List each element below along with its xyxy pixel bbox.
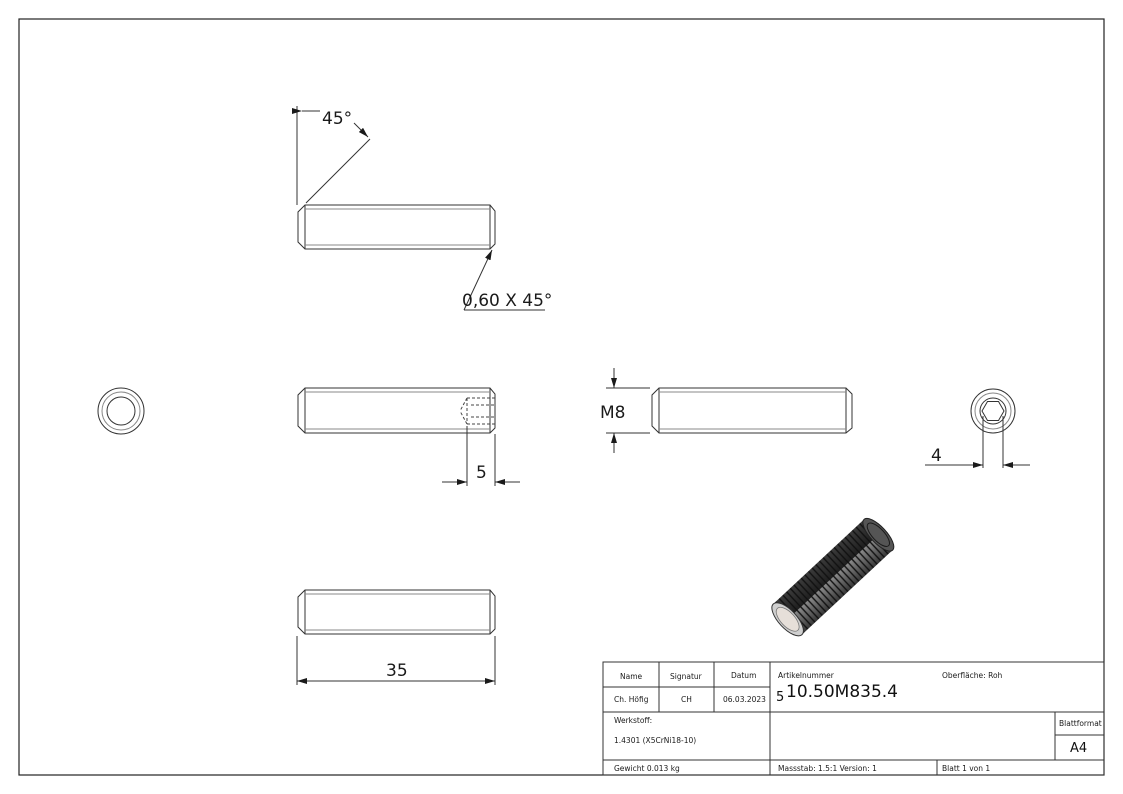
isometric-view (771, 517, 895, 637)
drawing-frame (18, 18, 1105, 776)
name-value: Ch. Höfig (614, 695, 649, 704)
oberflaeche-label: Oberfläche: Roh (942, 671, 1003, 680)
view-chamfer (292, 106, 545, 311)
view-length (296, 589, 496, 685)
artikelnummer-label: Artikelnummer (778, 671, 835, 680)
massstab-label: Massstab: 1.5:1 Version: 1 (778, 764, 877, 773)
thread-size-label: M8 (600, 403, 625, 423)
datum-header: Datum (731, 671, 756, 680)
artikelnummer-prefix: 5 (776, 690, 784, 705)
artikelnummer-value: 10.50M835.4 (786, 682, 898, 702)
gewicht-label: Gewicht 0.013 kg (614, 764, 680, 773)
datum-value: 06.03.2023 (723, 695, 766, 704)
chamfer-spec-label: 0,60 X 45° (462, 291, 552, 311)
werkstoff-value: 1.4301 (X5CrNi18-10) (614, 736, 696, 745)
view-socket-depth (297, 387, 520, 486)
signatur-value: CH (681, 695, 692, 704)
length-label: 35 (386, 661, 408, 681)
blatt-label: Blatt 1 von 1 (942, 764, 990, 773)
name-header: Name (620, 672, 643, 681)
blattformat-label: Blattformat (1059, 719, 1102, 728)
view-thread (606, 368, 853, 453)
title-block (602, 661, 1105, 776)
werkstoff-label: Werkstoff: (614, 716, 652, 725)
hex-size-label: 4 (931, 446, 942, 466)
chamfer-angle-label: 45° (322, 109, 352, 129)
end-view-hex (925, 388, 1030, 468)
end-view-plain (97, 387, 145, 435)
socket-depth-label: 5 (476, 463, 487, 483)
blattformat-value: A4 (1070, 741, 1087, 756)
signatur-header: Signatur (670, 672, 703, 681)
